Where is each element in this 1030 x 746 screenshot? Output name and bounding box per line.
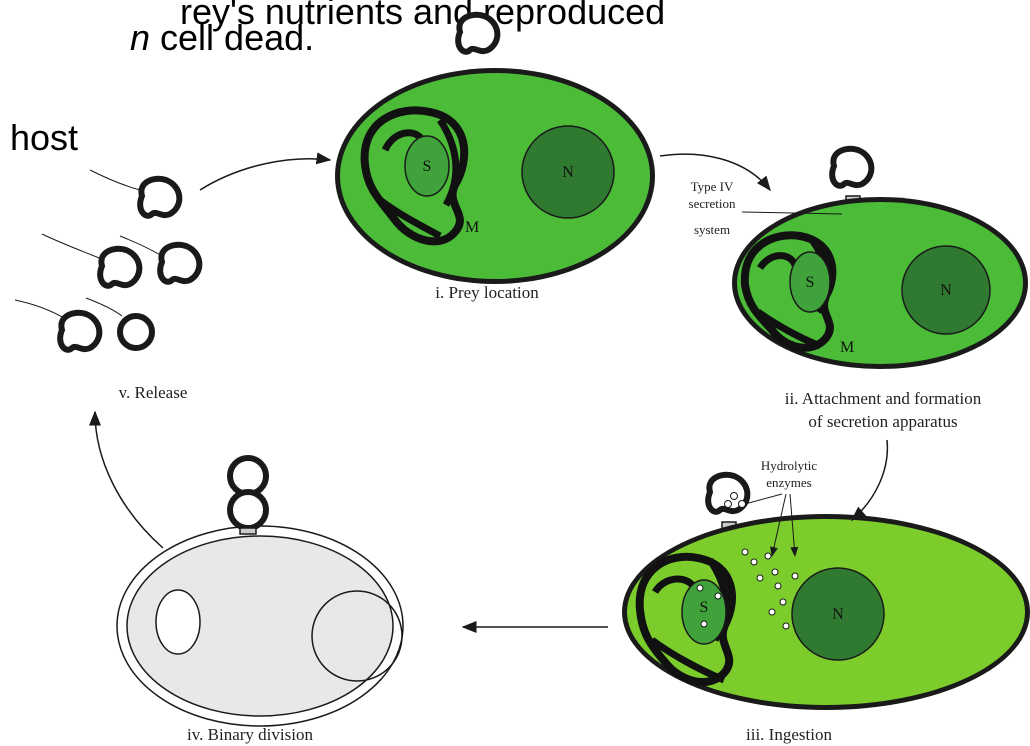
stage-3-label: iii. Ingestion	[746, 725, 832, 744]
arrow-division-to-release	[95, 412, 163, 548]
stage-5-label: v. Release	[119, 383, 188, 402]
secretion-label-3: system	[694, 222, 730, 237]
starch-label-2: S	[806, 274, 815, 291]
bacterium-attached	[832, 149, 871, 186]
bacterium-approaching	[458, 15, 497, 52]
stage-3-ingestion-cell: S N Hydrolytic enzymes iii. Ingestion	[622, 458, 1030, 744]
stage-4-label: iv. Binary division	[187, 725, 313, 744]
stage-4-dead-cell: iv. Binary division	[117, 458, 403, 744]
stage-1-label: i. Prey location	[435, 283, 539, 302]
stage-5-released-bacteria: v. Release	[15, 170, 199, 402]
nucleus-label: N	[562, 164, 574, 181]
arrow-release-to-prey	[200, 159, 330, 190]
enzymes-label-1: Hydrolytic	[761, 458, 818, 473]
secretion-label-1: Type IV	[691, 179, 734, 194]
mitochondrion-label-2: M	[840, 339, 854, 356]
enzymes-label-2: enzymes	[766, 475, 811, 490]
dividing-bacterium-bottom	[230, 492, 266, 528]
arrow-attachment-to-ingestion	[852, 440, 887, 520]
nucleus-label-2: N	[940, 282, 952, 299]
nucleus-label-3: N	[832, 606, 844, 623]
secretion-label-2: secretion	[689, 196, 736, 211]
dividing-bacterium-top	[230, 458, 266, 494]
starch-label: S	[423, 158, 432, 175]
stage-2-label-1: ii. Attachment and formation	[785, 389, 982, 408]
mitochondrion-label: M	[465, 219, 479, 236]
stage-2-label-2: of secretion apparatus	[808, 412, 957, 431]
stage-1-prey-cell: S N M i. Prey location	[335, 15, 655, 302]
stage-2-attached-cell: S N M Type IV secretion system ii. Attac…	[689, 149, 1028, 431]
starch-label-3: S	[700, 599, 709, 616]
